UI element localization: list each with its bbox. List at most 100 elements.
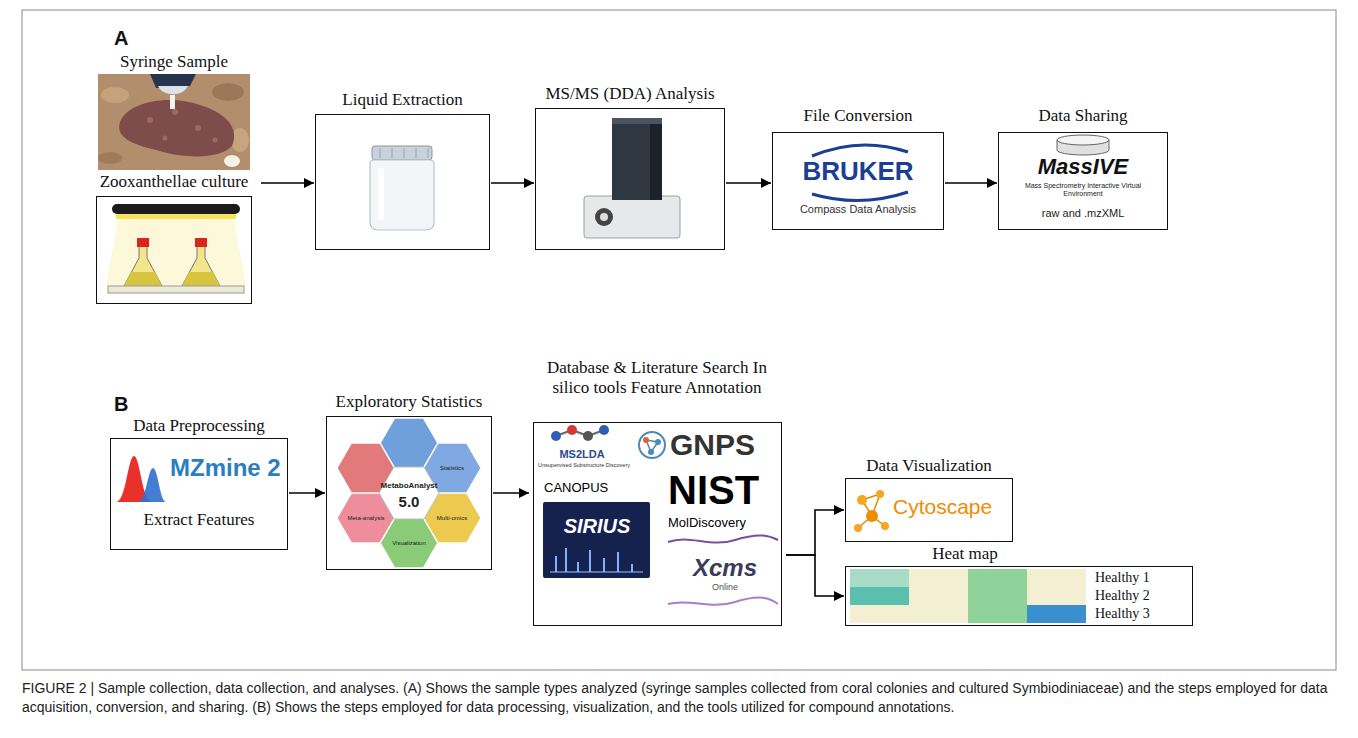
- reef-photo-part: [170, 95, 175, 109]
- cytoscape-icon: [854, 490, 889, 532]
- step-heading: Syringe Sample: [95, 52, 253, 72]
- gnps-network-icon-part: [648, 449, 654, 455]
- figure-caption: FIGURE 2 | Sample collection, data colle…: [22, 679, 1336, 717]
- process-step: Heat mapHealthy 1Healthy 2Healthy 3: [845, 544, 1193, 626]
- sirius-logo-panel-part: [550, 572, 643, 573]
- step-heading: Database & Literature Search In silico t…: [537, 358, 777, 398]
- bruker-logo-arcs-part: [812, 192, 908, 201]
- mass-spectrometer-part: [612, 118, 662, 200]
- tool-name: SIRIUS: [544, 514, 650, 538]
- tool-tagline: Online: [680, 582, 770, 593]
- metaboanalyst-hexagons: [338, 419, 481, 567]
- sirius-logo-panel-part: [617, 552, 619, 572]
- reef-photo-part: [147, 117, 153, 123]
- mass-spectrometer: [584, 118, 680, 238]
- sirius-logo-panel-part: [631, 564, 633, 572]
- step-frame: [535, 108, 725, 250]
- logo-wordmark: BRUKER: [772, 156, 944, 186]
- heatmap-cells-part: [850, 587, 909, 605]
- heatmap-row-label: Healthy 1: [1095, 569, 1185, 587]
- ms2lda-molecule-icon: [551, 425, 609, 441]
- file-format-note: raw and .mzXML: [998, 206, 1168, 220]
- bruker-logo-arcs-part: [812, 145, 908, 156]
- heatmap-cells-part: [850, 605, 909, 623]
- extraction-jar-part: [380, 148, 381, 158]
- logo-segment: Visualization: [384, 539, 434, 547]
- heatmap-row-label: Healthy 3: [1095, 605, 1185, 623]
- panel-letter: B: [114, 392, 144, 416]
- step-heading: Liquid Extraction: [315, 90, 490, 110]
- tool-name: MolDiscovery: [668, 515, 778, 531]
- reef-photo-part: [172, 109, 178, 115]
- reef-photo-part: [195, 125, 201, 131]
- step-heading: Heat map: [865, 544, 1065, 564]
- heatmap-cells-part: [968, 569, 1027, 587]
- process-step: Data SharingMassIVEMass Spectrometry Int…: [998, 106, 1168, 230]
- gnps-network-icon-part: [655, 439, 661, 445]
- mass-spectrometer-part: [595, 208, 613, 226]
- flow-arrow: [786, 555, 844, 596]
- flow-arrow: [493, 492, 529, 494]
- logo-subtitle: Mass Spectrometry Interactive Virtual En…: [1018, 182, 1148, 198]
- culture-flasks-part: [182, 246, 220, 286]
- reef-photo-part: [224, 155, 240, 167]
- extraction-jar-part: [392, 148, 393, 158]
- flow-arrow: [726, 182, 771, 184]
- logo-wordmark: MZmine 2: [170, 452, 286, 484]
- heatmap-cells-part: [909, 605, 968, 623]
- step-heading: Zooxanthellae culture: [88, 172, 260, 192]
- ms2lda-molecule-icon-part: [567, 425, 577, 435]
- mass-spectrometer-part: [612, 118, 662, 124]
- heatmap-row-label: Healthy 2: [1095, 587, 1185, 605]
- extraction-jar-part: [370, 160, 434, 230]
- step-frame: [315, 114, 490, 250]
- reef-photo-part: [163, 136, 168, 141]
- heatmap-cells-part: [850, 569, 909, 587]
- culture-flasks-part: [116, 214, 236, 219]
- panel-letter: A: [114, 26, 144, 50]
- step-frame: [96, 196, 252, 304]
- heatmap-cells-part: [1027, 569, 1086, 587]
- step-heading: Data Preprocessing: [110, 416, 288, 436]
- gnps-network-icon: [639, 432, 665, 458]
- tool-name: MS2LDA: [542, 448, 622, 461]
- heatmap-cells-part: [968, 605, 1027, 623]
- reef-photo: [98, 74, 250, 170]
- mass-spectrometer-part: [600, 213, 608, 221]
- reef-photo-part: [98, 74, 250, 170]
- sirius-logo-panel-part: [577, 562, 579, 572]
- tool-name: GNPS: [670, 428, 778, 462]
- sirius-logo-panel: [543, 502, 650, 578]
- chromatogram-peaks-part: [138, 468, 166, 502]
- heatmap-cells-part: [909, 569, 968, 587]
- ms2lda-molecule-icon-part: [551, 431, 561, 441]
- step-note: Extract Features: [110, 510, 288, 530]
- extraction-jar-part: [372, 146, 432, 160]
- step-heading: Data Visualization: [845, 456, 1013, 476]
- sirius-logo-panel-part: [603, 558, 605, 572]
- reef-photo-part: [212, 83, 244, 101]
- extraction-jar-part: [428, 148, 429, 158]
- reef-photo-part: [98, 152, 122, 164]
- logo-segment: Multi-omics: [427, 514, 477, 522]
- process-step: Data PreprocessingMZmine 2 Extract Featur…: [110, 416, 288, 550]
- culture-flasks-part: [106, 219, 246, 286]
- flow-arrow: [786, 510, 844, 555]
- heatmap-cells-part: [909, 587, 968, 605]
- culture-flasks-part: [182, 272, 220, 286]
- process-step: Database & Literature Search In silico t…: [530, 358, 785, 626]
- process-step: File ConversionBRUKERCompass Data Analys…: [772, 106, 944, 230]
- ms2lda-molecule-icon-part: [583, 431, 593, 441]
- tool-name: CANOPUS: [544, 480, 634, 496]
- logo-wordmark: Cytoscape: [893, 494, 1011, 520]
- extraction-jar-part: [416, 148, 417, 158]
- figure-border: [22, 10, 1336, 670]
- heatmap-cells-part: [968, 587, 1027, 605]
- flow-arrow: [945, 182, 997, 184]
- database-disk-icon-part: [1057, 135, 1109, 145]
- heatmap-cells: [850, 569, 1086, 623]
- sample-step: Syringe Sample: [95, 52, 253, 170]
- logo-version: 5.0: [389, 493, 429, 511]
- flow-arrow: [261, 182, 314, 184]
- reef-photo-part: [150, 74, 196, 88]
